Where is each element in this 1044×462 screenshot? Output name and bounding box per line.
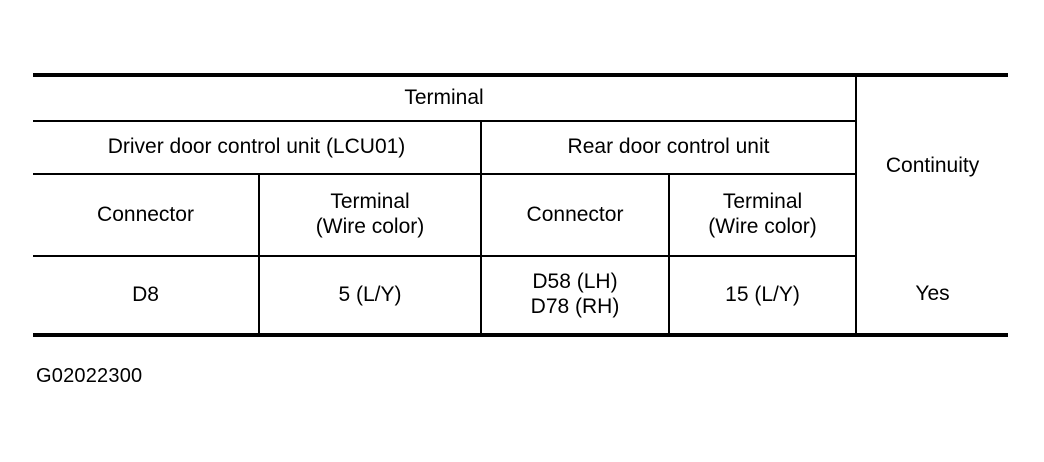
header-continuity: Continuity: [855, 75, 1009, 256]
table-header-row-units: Driver door control unit (LCU01) Rear do…: [33, 121, 1008, 175]
header-rear-door-control-unit: Rear door control unit: [479, 121, 857, 175]
header-driver-terminal-wire-color: Terminal (Wire color): [258, 174, 481, 257]
header-terminal-group: Terminal: [33, 75, 857, 122]
table-row: D8 5 (L/Y) D58 (LH) D78 (RH) 15 (L/Y) Ye…: [33, 256, 1009, 335]
cell-driver-connector: D8: [33, 256, 259, 335]
header-driver-door-control-unit: Driver door control unit (LCU01): [33, 121, 481, 175]
cell-driver-terminal: 5 (L/Y): [258, 256, 481, 335]
table-header-row-terminal: Terminal Continuity: [33, 75, 1009, 256]
header-rear-connector: Connector: [480, 174, 669, 257]
cell-continuity: Yes: [855, 256, 1009, 335]
cell-rear-connector: D58 (LH) D78 (RH): [480, 256, 669, 335]
figure-caption: G02022300: [36, 365, 143, 387]
header-rear-terminal-wire-color: Terminal (Wire color): [667, 174, 857, 257]
cell-rear-terminal: 15 (L/Y): [667, 256, 857, 335]
table-header-row-subheaders: Connector Terminal (Wire color) Connecto…: [33, 174, 1008, 257]
header-driver-connector: Connector: [33, 174, 259, 257]
continuity-check-table: Terminal Continuity Driver door control …: [33, 73, 1009, 337]
